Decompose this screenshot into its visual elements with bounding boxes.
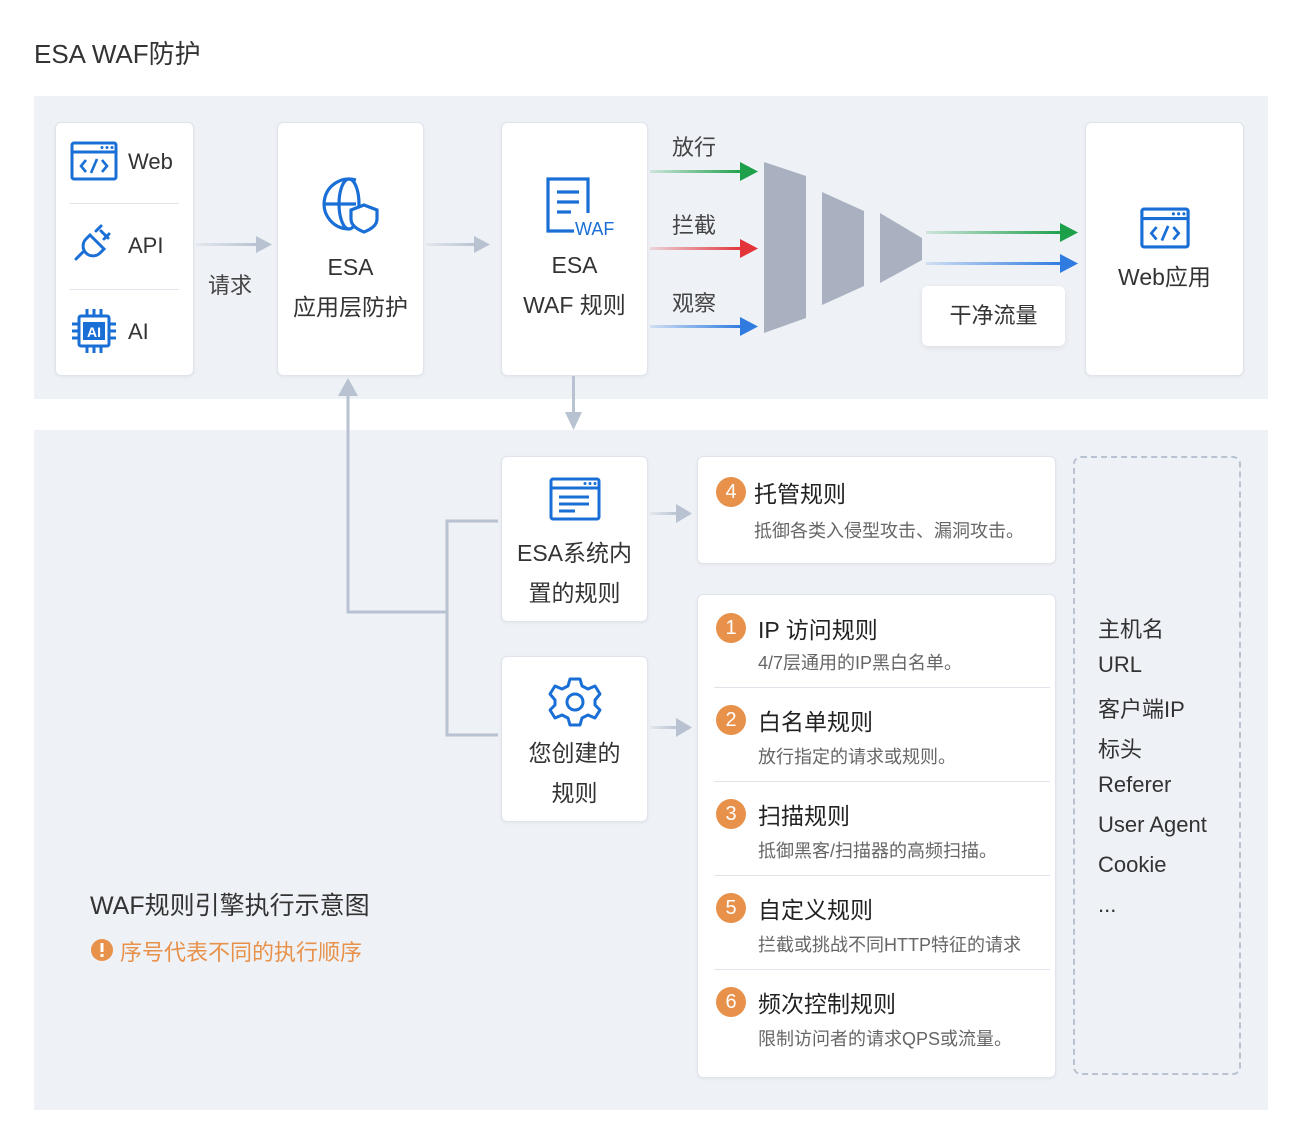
builtin-rules-line1: ESA系统内 <box>516 540 633 566</box>
match-field: 客户端IP <box>1098 697 1185 722</box>
user-rules-card: 1 IP 访问规则 4/7层通用的IP黑白名单。 2 白名单规则 放行指定的请求… <box>697 594 1056 1078</box>
esa-protection-line1: ESA <box>327 254 374 280</box>
rules-panel <box>34 430 1268 1110</box>
request-label: 请求 <box>208 273 253 298</box>
divider <box>70 203 179 204</box>
code-window-icon <box>70 141 118 181</box>
custom-rules-line2: 规则 <box>551 780 598 806</box>
source-ai-label: AI <box>128 319 149 344</box>
divider <box>714 969 1050 970</box>
builtin-rules-line2: 置的规则 <box>528 580 621 606</box>
waf-rules-line1: ESA <box>551 252 598 278</box>
waf-rules-line2: WAF 规则 <box>523 292 626 318</box>
managed-rule-title: 托管规则 <box>754 481 846 507</box>
rule-desc: 限制访问者的请求QPS或流量。 <box>758 1029 1013 1049</box>
order-badge: 3 <box>716 799 746 829</box>
rule-desc: 放行指定的请求或规则。 <box>758 747 956 767</box>
clean-traffic-blue-arrow <box>926 254 1078 273</box>
divider <box>714 781 1050 782</box>
match-fields-box <box>1073 456 1241 1075</box>
builtin-to-managed-arrow <box>650 504 692 523</box>
waf-icon-text: WAF <box>575 219 614 239</box>
order-badge: 2 <box>716 705 746 735</box>
code-window-icon <box>1140 207 1190 249</box>
builtin-rules-card: ESA系统内 置的规则 <box>501 456 648 622</box>
page-title: ESA WAF防护 <box>34 39 201 69</box>
window-list-icon <box>549 477 601 521</box>
rule-desc: 抵御黑客/扫描器的高频扫描。 <box>758 841 997 861</box>
rule-desc: 拦截或挑战不同HTTP特征的请求 <box>758 935 1021 955</box>
warning-icon <box>91 939 113 961</box>
custom-to-user-rules-arrow <box>650 718 692 737</box>
esa-protection-card: ESA 应用层防护 <box>277 122 424 376</box>
plug-icon <box>74 224 111 261</box>
managed-rule-card: 4 托管规则 抵御各类入侵型攻击、漏洞攻击。 <box>697 456 1056 564</box>
web-app-card: Web应用 <box>1085 122 1244 376</box>
rules-feedback-connector <box>346 394 498 737</box>
gear-icon <box>548 677 602 727</box>
order-badge: 5 <box>716 893 746 923</box>
clean-traffic-label: 干净流量 <box>949 303 1038 328</box>
traffic-sources-card: Web API AI AI <box>55 122 194 376</box>
divider <box>714 687 1050 688</box>
action-allow-label: 放行 <box>672 135 717 160</box>
match-field: 标头 <box>1098 737 1143 762</box>
order-badge: 6 <box>716 987 746 1017</box>
allow-arrow <box>650 162 758 181</box>
waf-rules-card: WAF ESA WAF 规则 <box>501 122 648 376</box>
waf-down-arrow <box>565 376 582 430</box>
divider <box>70 289 179 290</box>
funnel <box>764 162 922 333</box>
rule-title: 频次控制规则 <box>758 991 896 1017</box>
esa-protection-line2: 应用层防护 <box>293 294 408 320</box>
match-field: ... <box>1098 892 1117 917</box>
clean-traffic-card: 干净流量 <box>922 286 1065 346</box>
match-field: Referer <box>1098 772 1172 797</box>
rule-title: 扫描规则 <box>758 803 850 829</box>
clean-traffic-green-arrow <box>926 223 1078 242</box>
diagram-caption: WAF规则引擎执行示意图 <box>90 892 370 920</box>
rule-title: 白名单规则 <box>758 709 873 735</box>
match-field: 主机名 <box>1098 617 1165 642</box>
order-badge: 1 <box>716 613 746 643</box>
feedback-arrowhead <box>338 378 358 396</box>
ai-chip-icon: AI <box>72 309 116 353</box>
match-field: URL <box>1098 652 1143 677</box>
block-arrow <box>650 239 758 258</box>
order-note: 序号代表不同的执行顺序 <box>120 940 363 965</box>
order-badge: 4 <box>716 477 746 507</box>
request-arrow <box>196 236 272 253</box>
svg-text:AI: AI <box>87 324 101 340</box>
rule-desc: 4/7层通用的IP黑白名单。 <box>758 653 963 673</box>
custom-rules-line1: 您创建的 <box>528 740 621 766</box>
globe-shield-icon <box>322 177 379 234</box>
web-app-label: Web应用 <box>1118 264 1211 290</box>
action-observe-label: 观察 <box>672 291 717 316</box>
managed-rule-desc: 抵御各类入侵型攻击、漏洞攻击。 <box>754 521 1024 541</box>
source-web-label: Web <box>128 149 173 174</box>
match-field: User Agent <box>1098 812 1207 837</box>
custom-rules-card: 您创建的 规则 <box>501 656 648 822</box>
rule-title: IP 访问规则 <box>758 617 878 643</box>
match-field: Cookie <box>1098 852 1167 877</box>
waf-document-icon: WAF <box>546 177 614 239</box>
rule-title: 自定义规则 <box>758 897 873 923</box>
protection-to-waf-arrow <box>426 236 490 253</box>
divider <box>714 875 1050 876</box>
action-block-label: 拦截 <box>672 213 717 238</box>
observe-arrow <box>650 317 758 336</box>
source-api-label: API <box>128 233 164 258</box>
